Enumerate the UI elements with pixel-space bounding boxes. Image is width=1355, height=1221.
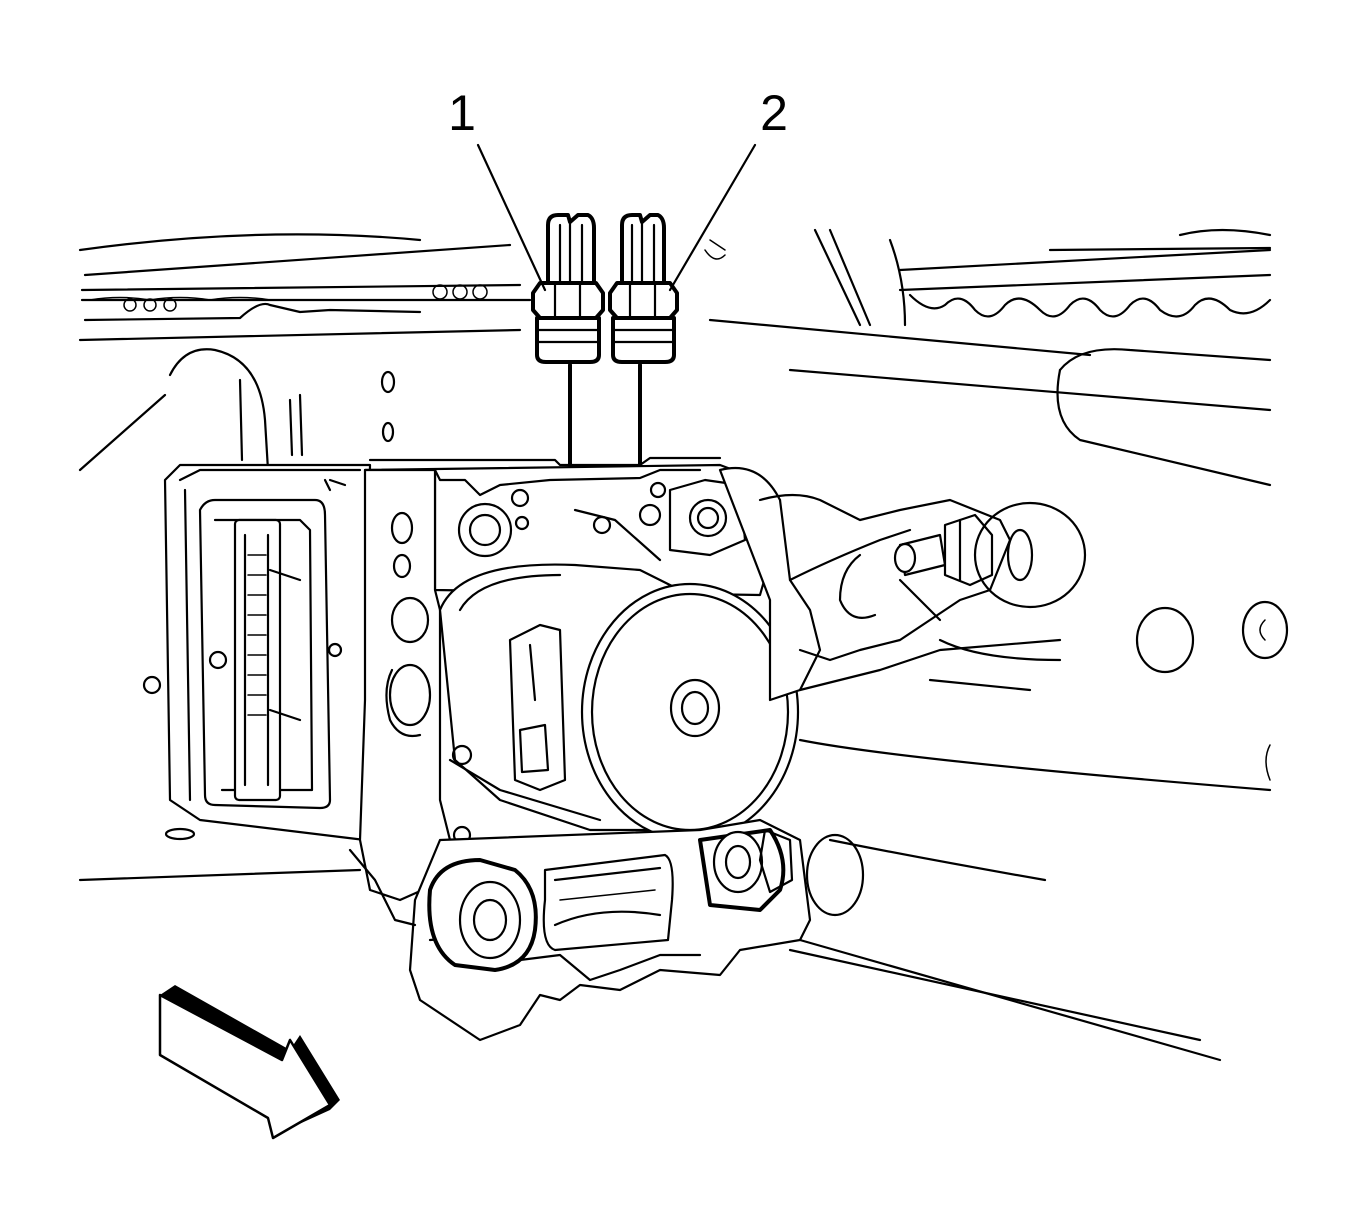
callout-2-label: 2 (760, 85, 788, 141)
mounting-bracket-arm (718, 466, 1087, 702)
rail-clips-left (123, 284, 488, 312)
callout-2-leader-line (668, 143, 757, 292)
background-structure (78, 228, 1289, 1062)
callout-1-leader-line (476, 143, 547, 292)
mount-isolator-left (427, 858, 538, 972)
callout-2: 2 (668, 85, 788, 292)
mount-isolator-right (698, 828, 786, 912)
callout-1-label: 1 (448, 85, 476, 141)
forward-arrow-icon (158, 985, 340, 1140)
brake-pipe-fitting-1 (531, 213, 605, 467)
abs-hydraulic-module (348, 456, 865, 1042)
callout-1: 1 (448, 85, 547, 292)
brake-pipe-fitting-2 (608, 213, 679, 467)
electrical-connector (163, 463, 372, 842)
